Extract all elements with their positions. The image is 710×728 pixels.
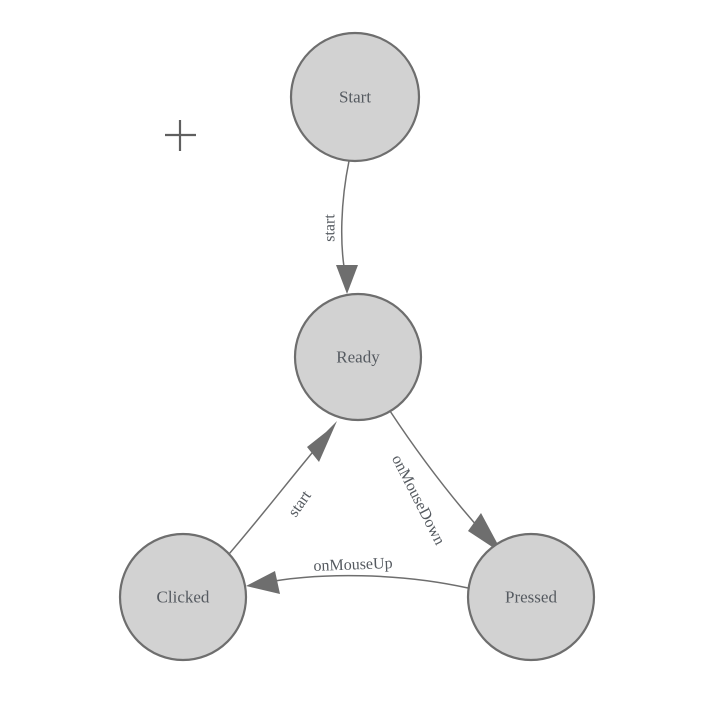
node-start[interactable]: Start — [289, 31, 421, 163]
node-clicked[interactable]: Clicked — [118, 532, 248, 662]
edge-clicked-to-ready[interactable]: start — [228, 421, 337, 555]
node-pressed-circle[interactable] — [466, 532, 596, 662]
edge-pressed-to-clicked[interactable]: onMouseUp — [246, 555, 469, 594]
edge-ready-to-pressed[interactable]: onMouseDown — [388, 410, 503, 554]
edge-pressed-to-clicked-arrowhead — [246, 571, 280, 594]
node-ready-circle[interactable] — [293, 292, 423, 422]
node-pressed[interactable]: Pressed — [466, 532, 596, 662]
edge-start-to-ready-path — [341, 160, 350, 279]
crosshair-icon — [165, 120, 196, 151]
edge-clicked-to-ready-arrowhead — [307, 421, 337, 462]
edge-start-to-ready-label: start — [322, 214, 339, 242]
node-start-circle[interactable] — [289, 31, 421, 163]
edge-start-to-ready[interactable]: start — [322, 160, 359, 294]
edge-start-to-ready-arrowhead — [336, 265, 358, 294]
edge-pressed-to-clicked-label: onMouseUp — [313, 555, 393, 575]
node-start-label: Start — [339, 88, 371, 107]
node-ready-label: Ready — [336, 348, 380, 367]
edge-clicked-to-ready-label: start — [285, 487, 315, 520]
edge-pressed-to-clicked-path — [262, 574, 469, 589]
node-ready[interactable]: Ready — [293, 292, 423, 422]
node-clicked-circle[interactable] — [118, 532, 248, 662]
edge-ready-to-pressed-arrowhead — [468, 513, 503, 554]
edge-ready-to-pressed-label: onMouseDown — [388, 452, 448, 548]
node-clicked-label: Clicked — [157, 588, 210, 607]
node-pressed-label: Pressed — [505, 588, 557, 607]
